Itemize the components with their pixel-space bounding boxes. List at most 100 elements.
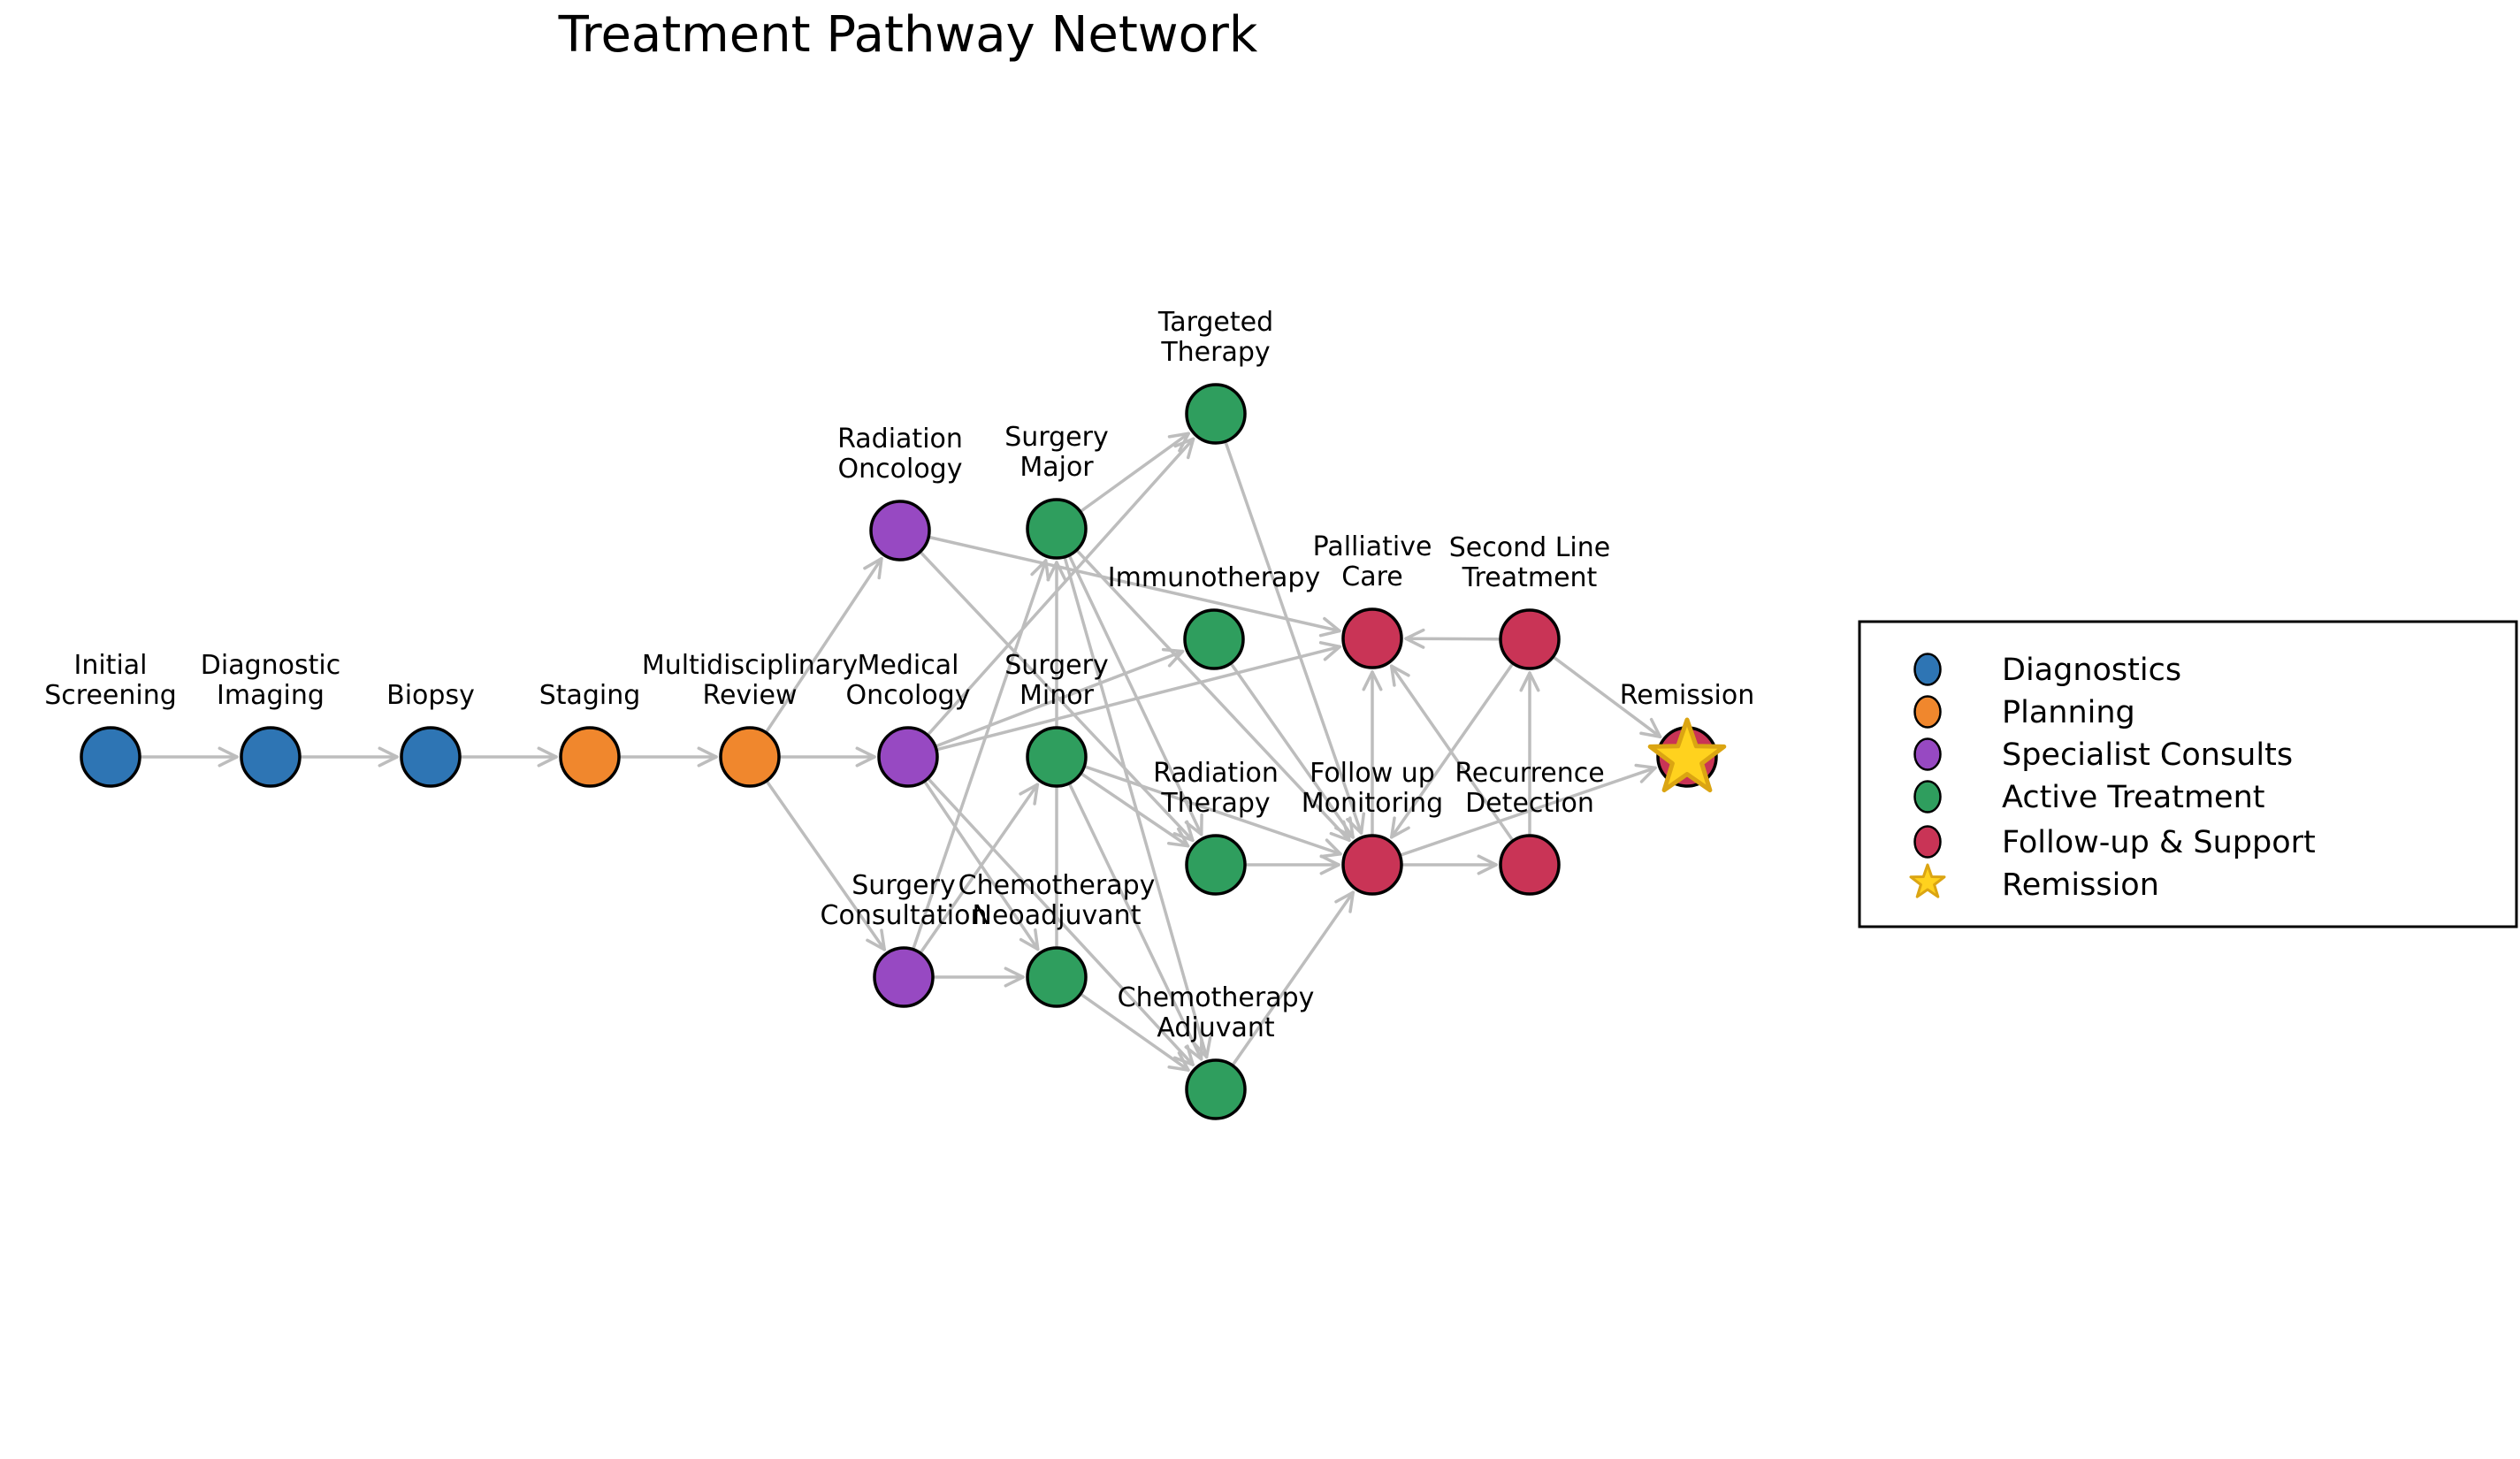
node-palliative_care: [1341, 607, 1403, 669]
edge-line: [898, 529, 1339, 632]
arrowhead-icon: [855, 746, 876, 759]
edge-line: [1391, 666, 1531, 867]
arrowhead-icon: [1167, 1065, 1190, 1072]
arrowhead-icon: [1055, 561, 1067, 582]
edge-line: [906, 755, 1038, 949]
arrowhead-icon: [537, 746, 558, 759]
arrowhead-icon: [697, 755, 718, 768]
arrowhead-icon: [1177, 1050, 1190, 1072]
node-label-biopsy: Biopsy: [386, 680, 475, 711]
node-label-recurrence_detection: Detection: [1465, 788, 1594, 819]
legend-label-planning: Planning: [2002, 695, 2135, 730]
arrowhead-icon: [1019, 937, 1040, 951]
edge-line: [1055, 527, 1349, 840]
arrowhead-icon: [1186, 437, 1195, 460]
node-label-surgery_minor: Surgery: [1004, 650, 1108, 681]
edge-line: [748, 755, 885, 950]
arrowhead-icon: [1371, 670, 1383, 691]
edge-line: [1214, 892, 1354, 1091]
legend-marker-active-treatment: [1913, 780, 1942, 814]
arrowhead-icon: [1639, 731, 1662, 739]
node-label-diagnostic_imaging: Diagnostic: [201, 650, 340, 681]
node-label-targeted_therapy: Therapy: [1160, 337, 1270, 368]
node-label-chemotherapy_neoadjuvant: Neoadjuvant: [973, 900, 1142, 931]
node-staging: [559, 726, 621, 788]
legend: Diagnostics Planning Specialist Consults…: [1858, 620, 2518, 928]
arrowhead-icon: [1389, 664, 1396, 687]
node-label-follow_up_monitoring: Monitoring: [1302, 788, 1443, 819]
node-label-surgery_major: Major: [1019, 452, 1094, 483]
node-label-initial_screening: Screening: [44, 680, 177, 711]
legend-box: [1858, 620, 2518, 928]
node-label-surgery_consultation: Surgery: [851, 870, 955, 901]
edge-line: [1055, 755, 1203, 1058]
edge-line: [1055, 755, 1340, 855]
legend-label-remission: Remission: [2002, 867, 2159, 903]
page-title: Treatment Pathway Network: [558, 6, 1258, 64]
legend-marker-remission-star-icon: [1909, 863, 1946, 898]
node-radiation_therapy: [1185, 834, 1247, 896]
arrowhead-icon: [1033, 783, 1040, 806]
node-label-second_line_treatment: Second Line: [1449, 532, 1610, 563]
arrowhead-icon: [1176, 827, 1190, 848]
edge-line: [1214, 412, 1363, 833]
arrowhead-icon: [866, 938, 886, 951]
node-label-staging: Staging: [539, 680, 641, 711]
node-label-chemotherapy_adjuvant: Adjuvant: [1157, 1012, 1275, 1043]
node-label-recurrence_detection: Recurrence: [1455, 758, 1604, 789]
arrowhead-icon: [1334, 890, 1355, 904]
edge-line: [906, 645, 1340, 759]
edge-line: [902, 561, 1047, 979]
edge-line: [906, 755, 1193, 1065]
arrowhead-icon: [1639, 766, 1657, 783]
legend-marker-specialist-consults: [1913, 737, 1942, 771]
arrowhead-icon: [1348, 816, 1355, 839]
node-label-medical_oncology: Oncology: [846, 680, 971, 711]
node-label-multidisciplinary_review: Multidisciplinary: [642, 650, 858, 681]
legend-label-specialist-consults: Specialist Consults: [2002, 737, 2293, 773]
node-label-immunotherapy: Immunotherapy: [1108, 562, 1320, 593]
arrowhead-icon: [1359, 812, 1366, 835]
arrowhead-icon: [1404, 628, 1425, 640]
node-label-radiation_therapy: Therapy: [1160, 788, 1270, 819]
node-second_line_treatment: [1499, 608, 1561, 670]
node-label-diagnostic_imaging: Imaging: [217, 680, 325, 711]
arrowhead-icon: [880, 928, 886, 951]
edge-line: [1055, 527, 1208, 1057]
arrowhead-icon: [1649, 717, 1662, 739]
arrowhead-icon: [1519, 671, 1531, 692]
arrowhead-icon: [1362, 670, 1374, 691]
node-label-radiation_therapy: Radiation: [1153, 758, 1279, 789]
legend-marker-diagnostics: [1913, 653, 1942, 686]
arrowhead-icon: [218, 755, 239, 768]
node-label-radiation_oncology: Radiation: [837, 424, 963, 455]
node-label-multidisciplinary_review: Review: [702, 680, 797, 711]
edge-line: [1212, 638, 1354, 837]
arrowhead-icon: [1046, 561, 1058, 582]
arrowhead-icon: [1318, 629, 1341, 638]
arrowhead-icon: [218, 746, 239, 759]
edge-line: [1055, 527, 1203, 834]
arrowhead-icon: [1318, 641, 1341, 649]
arrowhead-icon: [1019, 783, 1040, 796]
arrowhead-icon: [1634, 763, 1657, 770]
arrowhead-icon: [697, 746, 718, 759]
node-label-surgery_major: Surgery: [1004, 422, 1108, 453]
arrowhead-icon: [1334, 826, 1355, 839]
arrowhead-icon: [1167, 649, 1185, 668]
node-radiation_oncology: [869, 500, 931, 561]
edge-line: [906, 439, 1194, 759]
legend-label-diagnostics: Diagnostics: [2002, 653, 2181, 688]
node-label-palliative_care: Palliative: [1313, 531, 1432, 562]
legend-marker-followup-support: [1913, 825, 1942, 859]
node-label-second_line_treatment: Treatment: [1462, 562, 1598, 593]
arrowhead-icon: [1348, 890, 1355, 913]
node-label-chemotherapy_adjuvant: Chemotherapy: [1118, 982, 1315, 1013]
node-label-remission: Remission: [1620, 680, 1754, 711]
arrowhead-icon: [1390, 816, 1396, 839]
node-surgery_major: [1026, 498, 1088, 560]
arrowhead-icon: [1389, 664, 1410, 677]
